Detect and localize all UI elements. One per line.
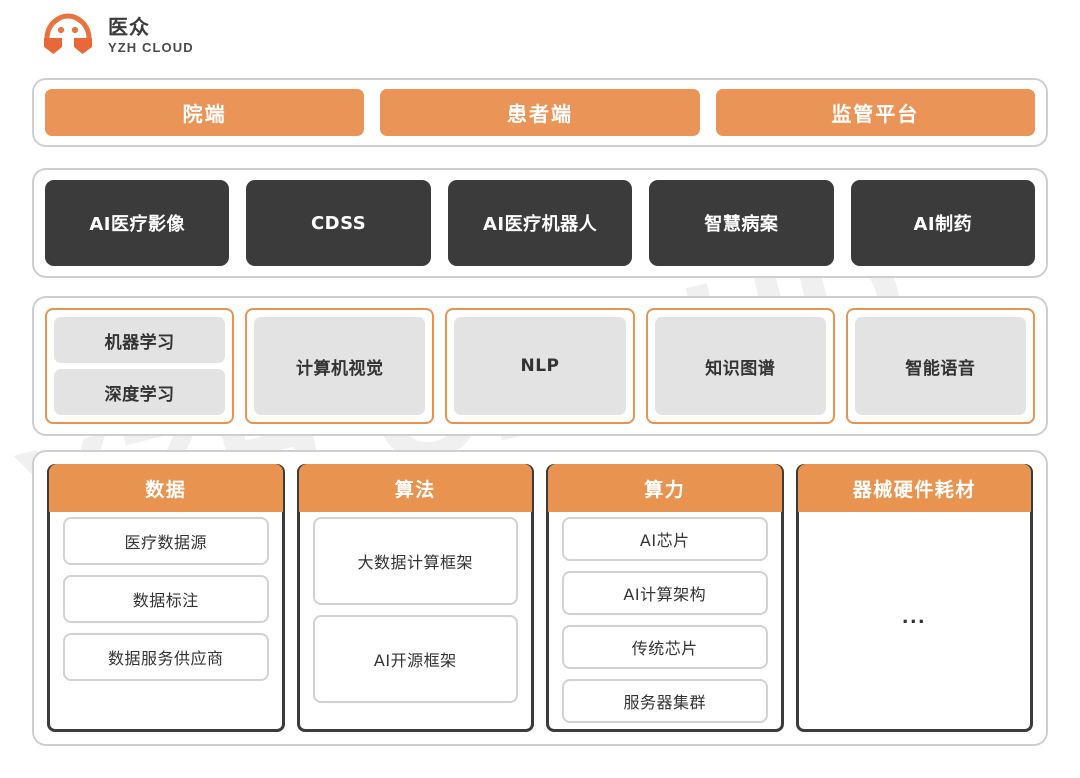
brand-name-en: YZH CLOUD	[108, 39, 194, 55]
foundation-item-traditional-chip[interactable]: 传统芯片	[562, 625, 768, 669]
technology-item-nlp[interactable]: NLP	[454, 317, 626, 415]
application-layer: AI医疗影像 CDSS AI医疗机器人 智慧病案 AI制药	[32, 168, 1048, 278]
application-item-cdss[interactable]: CDSS	[246, 180, 431, 266]
technology-item-deep-learning[interactable]: 深度学习	[54, 369, 226, 415]
brand-name-cn: 医众	[108, 14, 150, 39]
foundation-column-hardware: 器械硬件耗材 ...	[795, 464, 1033, 732]
foundation-column-data: 数据 医疗数据源 数据标注 数据服务供应商	[47, 464, 285, 732]
foundation-item-server-cluster[interactable]: 服务器集群	[562, 679, 768, 723]
technology-item-knowledge-graph[interactable]: 知识图谱	[654, 317, 826, 415]
technology-item-machine-learning[interactable]: 机器学习	[54, 317, 226, 363]
yzh-cloud-logo-mark-icon	[40, 13, 96, 57]
foundation-column-algorithm: 算法 大数据计算框架 AI开源框架	[296, 464, 534, 732]
brand-header: 医众 YZH CLOUD	[40, 9, 194, 61]
technology-group-nlp[interactable]: NLP	[445, 308, 635, 424]
technology-group-learning[interactable]: 机器学习 深度学习	[45, 308, 235, 424]
foundation-item-ai-open-source-framework[interactable]: AI开源框架	[312, 615, 518, 703]
channel-item-hospital[interactable]: 院端	[45, 89, 365, 136]
foundation-column-hardware-body: ...	[812, 517, 1018, 715]
brand-wordmark: 医众 YZH CLOUD	[108, 17, 194, 54]
application-item-smart-medical-record[interactable]: 智慧病案	[649, 180, 834, 266]
technology-group-smart-voice[interactable]: 智能语音	[845, 308, 1036, 424]
technology-group-knowledge-graph[interactable]: 知识图谱	[645, 308, 835, 424]
foundation-item-big-data-compute-framework[interactable]: 大数据计算框架	[312, 517, 518, 605]
channel-layer: 院端 患者端 监管平台	[32, 78, 1048, 147]
technology-item-smart-voice[interactable]: 智能语音	[854, 317, 1027, 415]
application-item-ai-medical-imaging[interactable]: AI医疗影像	[45, 180, 230, 266]
foundation-column-algorithm-body: 大数据计算框架 AI开源框架	[312, 517, 518, 715]
foundation-item-ai-compute-architecture[interactable]: AI计算架构	[562, 571, 768, 615]
channel-item-regulator[interactable]: 监管平台	[715, 89, 1035, 136]
foundation-item-medical-data-source[interactable]: 医疗数据源	[63, 517, 269, 565]
technology-group-computer-vision[interactable]: 计算机视觉	[245, 308, 435, 424]
foundation-column-data-title: 数据	[49, 464, 283, 512]
foundation-column-compute-power-title: 算力	[548, 464, 782, 512]
foundation-item-data-annotation[interactable]: 数据标注	[63, 575, 269, 623]
foundation-layer: 数据 医疗数据源 数据标注 数据服务供应商 算法 大数据计算框架 AI开源框架 …	[32, 450, 1048, 746]
foundation-column-hardware-title: 器械硬件耗材	[797, 464, 1031, 512]
technology-item-computer-vision[interactable]: 计算机视觉	[254, 317, 426, 415]
foundation-hardware-ellipsis: ...	[902, 603, 927, 628]
application-item-ai-medical-robot[interactable]: AI医疗机器人	[447, 180, 633, 266]
foundation-column-algorithm-title: 算法	[298, 464, 532, 512]
foundation-item-data-service-provider[interactable]: 数据服务供应商	[63, 633, 269, 681]
foundation-item-ai-chip[interactable]: AI芯片	[562, 517, 768, 561]
channel-item-patient[interactable]: 患者端	[380, 89, 700, 136]
foundation-column-compute-power: 算力 AI芯片 AI计算架构 传统芯片 服务器集群	[546, 464, 784, 732]
application-item-ai-pharma[interactable]: AI制药	[850, 180, 1036, 266]
foundation-column-data-body: 医疗数据源 数据标注 数据服务供应商	[63, 517, 269, 715]
technology-layer: 机器学习 深度学习 计算机视觉 NLP 知识图谱 智能语音	[32, 296, 1048, 436]
foundation-column-compute-power-body: AI芯片 AI计算架构 传统芯片 服务器集群	[562, 517, 768, 723]
